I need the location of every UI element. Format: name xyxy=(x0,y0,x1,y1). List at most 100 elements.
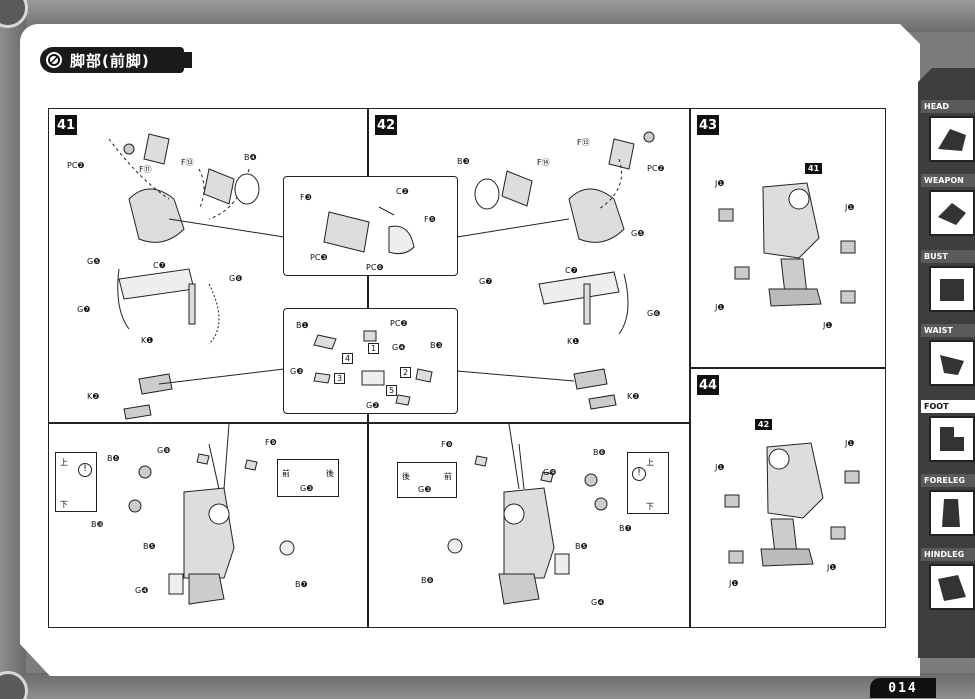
part-label: G❻ xyxy=(229,274,243,283)
step-44-panel: 44 42 J❶ J❶ J❶ J❶ xyxy=(690,368,886,628)
part-label: PC❷ xyxy=(67,161,85,170)
direction-box: 後 前 G❸ xyxy=(397,462,457,498)
weapon-icon xyxy=(929,190,975,236)
tab-label: FOOT xyxy=(921,400,975,413)
section-header: 脚部(前脚) xyxy=(40,47,184,73)
detail-top-drawing xyxy=(323,206,415,255)
tab-bust[interactable]: BUST xyxy=(921,250,975,316)
part-label: B❼ xyxy=(619,524,632,533)
part-label: K❶ xyxy=(567,337,580,346)
direction-box: 前 後 G❸ xyxy=(277,459,339,497)
step-reference-badge: 42 xyxy=(755,419,773,430)
part-label: B❹ xyxy=(244,153,257,162)
part-label: B❶ xyxy=(296,321,309,330)
step-41-drawing xyxy=(108,133,285,420)
part-label: B❽ xyxy=(421,576,434,585)
step-43-drawing xyxy=(718,182,856,307)
part-label: J❶ xyxy=(715,463,725,472)
step-42-drawing xyxy=(456,131,655,410)
tab-label: HEAD xyxy=(921,100,975,113)
part-label: G❻ xyxy=(647,309,661,318)
step-number: 43 xyxy=(697,115,719,135)
tab-head[interactable]: HEAD xyxy=(921,100,975,166)
orientation-box: 上 下 ! xyxy=(627,452,669,514)
part-label: F⑬ xyxy=(181,158,194,167)
direction-back-label: 後 xyxy=(326,469,334,478)
orientation-top-label: 上 xyxy=(646,458,654,467)
step-number: 44 xyxy=(697,375,719,395)
part-label: J❶ xyxy=(827,563,837,572)
step-44-drawing xyxy=(724,442,860,567)
part-label: G❺ xyxy=(87,257,101,266)
part-label: B❸ xyxy=(457,157,470,166)
sub-step-number: 4 xyxy=(342,353,354,364)
part-label: B❼ xyxy=(295,580,308,589)
part-label: F⑪ xyxy=(139,165,152,174)
gear-icon xyxy=(44,50,64,70)
step-number: 42 xyxy=(375,115,397,135)
caution-icon: ! xyxy=(78,463,92,477)
direction-front-label: 前 xyxy=(282,469,290,478)
sub-step-left-panel: 上 下 ! 前 後 G❸ B❺ G❾ F❾ B❿ B❺ G❹ B❼ xyxy=(48,423,368,628)
tab-waist[interactable]: WAIST xyxy=(921,324,975,390)
sub-step-right-drawing xyxy=(447,424,608,605)
part-label: J❶ xyxy=(845,203,855,212)
waist-icon xyxy=(929,340,975,386)
section-title: 脚部(前脚) xyxy=(70,51,150,70)
part-label: C❼ xyxy=(153,261,166,270)
part-label: B❺ xyxy=(575,542,588,551)
direction-back-label: 後 xyxy=(402,472,410,481)
part-label: G❼ xyxy=(479,277,493,286)
tab-label: HINDLEG xyxy=(921,548,975,561)
part-label: G❾ xyxy=(543,468,557,477)
part-label: G❹ xyxy=(135,586,149,595)
part-label: B❺ xyxy=(143,542,156,551)
gate-label: G❸ xyxy=(300,484,314,493)
part-label: F❾ xyxy=(265,438,277,447)
detail-box-bottom: B❶ PC❷ G❹ B❸ G❸ G❷ 4 1 3 2 5 xyxy=(283,308,458,414)
caution-icon: ! xyxy=(632,467,646,481)
gate-label: G❸ xyxy=(418,485,432,494)
part-label: F❸ xyxy=(300,193,312,202)
direction-front-label: 前 xyxy=(444,472,452,481)
part-label: PC❷ xyxy=(647,164,665,173)
orientation-box: 上 下 ! xyxy=(55,452,97,512)
foot-icon xyxy=(929,416,975,462)
tab-hindleg[interactable]: HINDLEG xyxy=(921,548,975,614)
part-label: J❶ xyxy=(823,321,833,330)
sub-step-number: 3 xyxy=(334,373,346,384)
tab-label: BUST xyxy=(921,250,975,263)
header-tab-decoration xyxy=(184,52,192,68)
part-label: F❺ xyxy=(424,215,436,224)
part-label: F⑬ xyxy=(577,138,590,147)
part-label: G❹ xyxy=(591,598,605,607)
part-label: K❷ xyxy=(627,392,640,401)
part-label: J❶ xyxy=(729,579,739,588)
page-number: 014 xyxy=(870,678,936,698)
detail-bottom-drawing xyxy=(313,330,433,406)
sub-step-number: 2 xyxy=(400,367,412,378)
sub-step-number: 1 xyxy=(368,343,380,354)
part-label: J❶ xyxy=(845,439,855,448)
part-label: PC❻ xyxy=(366,263,384,272)
tab-label: FORELEG xyxy=(921,474,975,487)
sub-step-left-drawing xyxy=(128,424,295,605)
foreleg-icon xyxy=(929,490,975,536)
orientation-top-label: 上 xyxy=(60,458,68,467)
part-label: G❺ xyxy=(631,229,645,238)
tab-foreleg[interactable]: FORELEG xyxy=(921,474,975,540)
sub-step-number: 5 xyxy=(386,385,398,396)
tab-weapon[interactable]: WEAPON xyxy=(921,174,975,240)
head-icon xyxy=(929,116,975,162)
hindleg-icon xyxy=(929,564,975,610)
part-label: B❿ xyxy=(91,520,104,529)
tab-foot[interactable]: FOOT xyxy=(921,400,975,466)
part-label: PC❷ xyxy=(390,319,408,328)
part-label: PC❸ xyxy=(310,253,328,262)
part-label: K❶ xyxy=(141,336,154,345)
part-label: G❹ xyxy=(392,343,406,352)
part-label: C❷ xyxy=(396,187,409,196)
part-label: K❷ xyxy=(87,392,100,401)
part-label: G❷ xyxy=(366,401,380,410)
part-label: J❶ xyxy=(715,303,725,312)
